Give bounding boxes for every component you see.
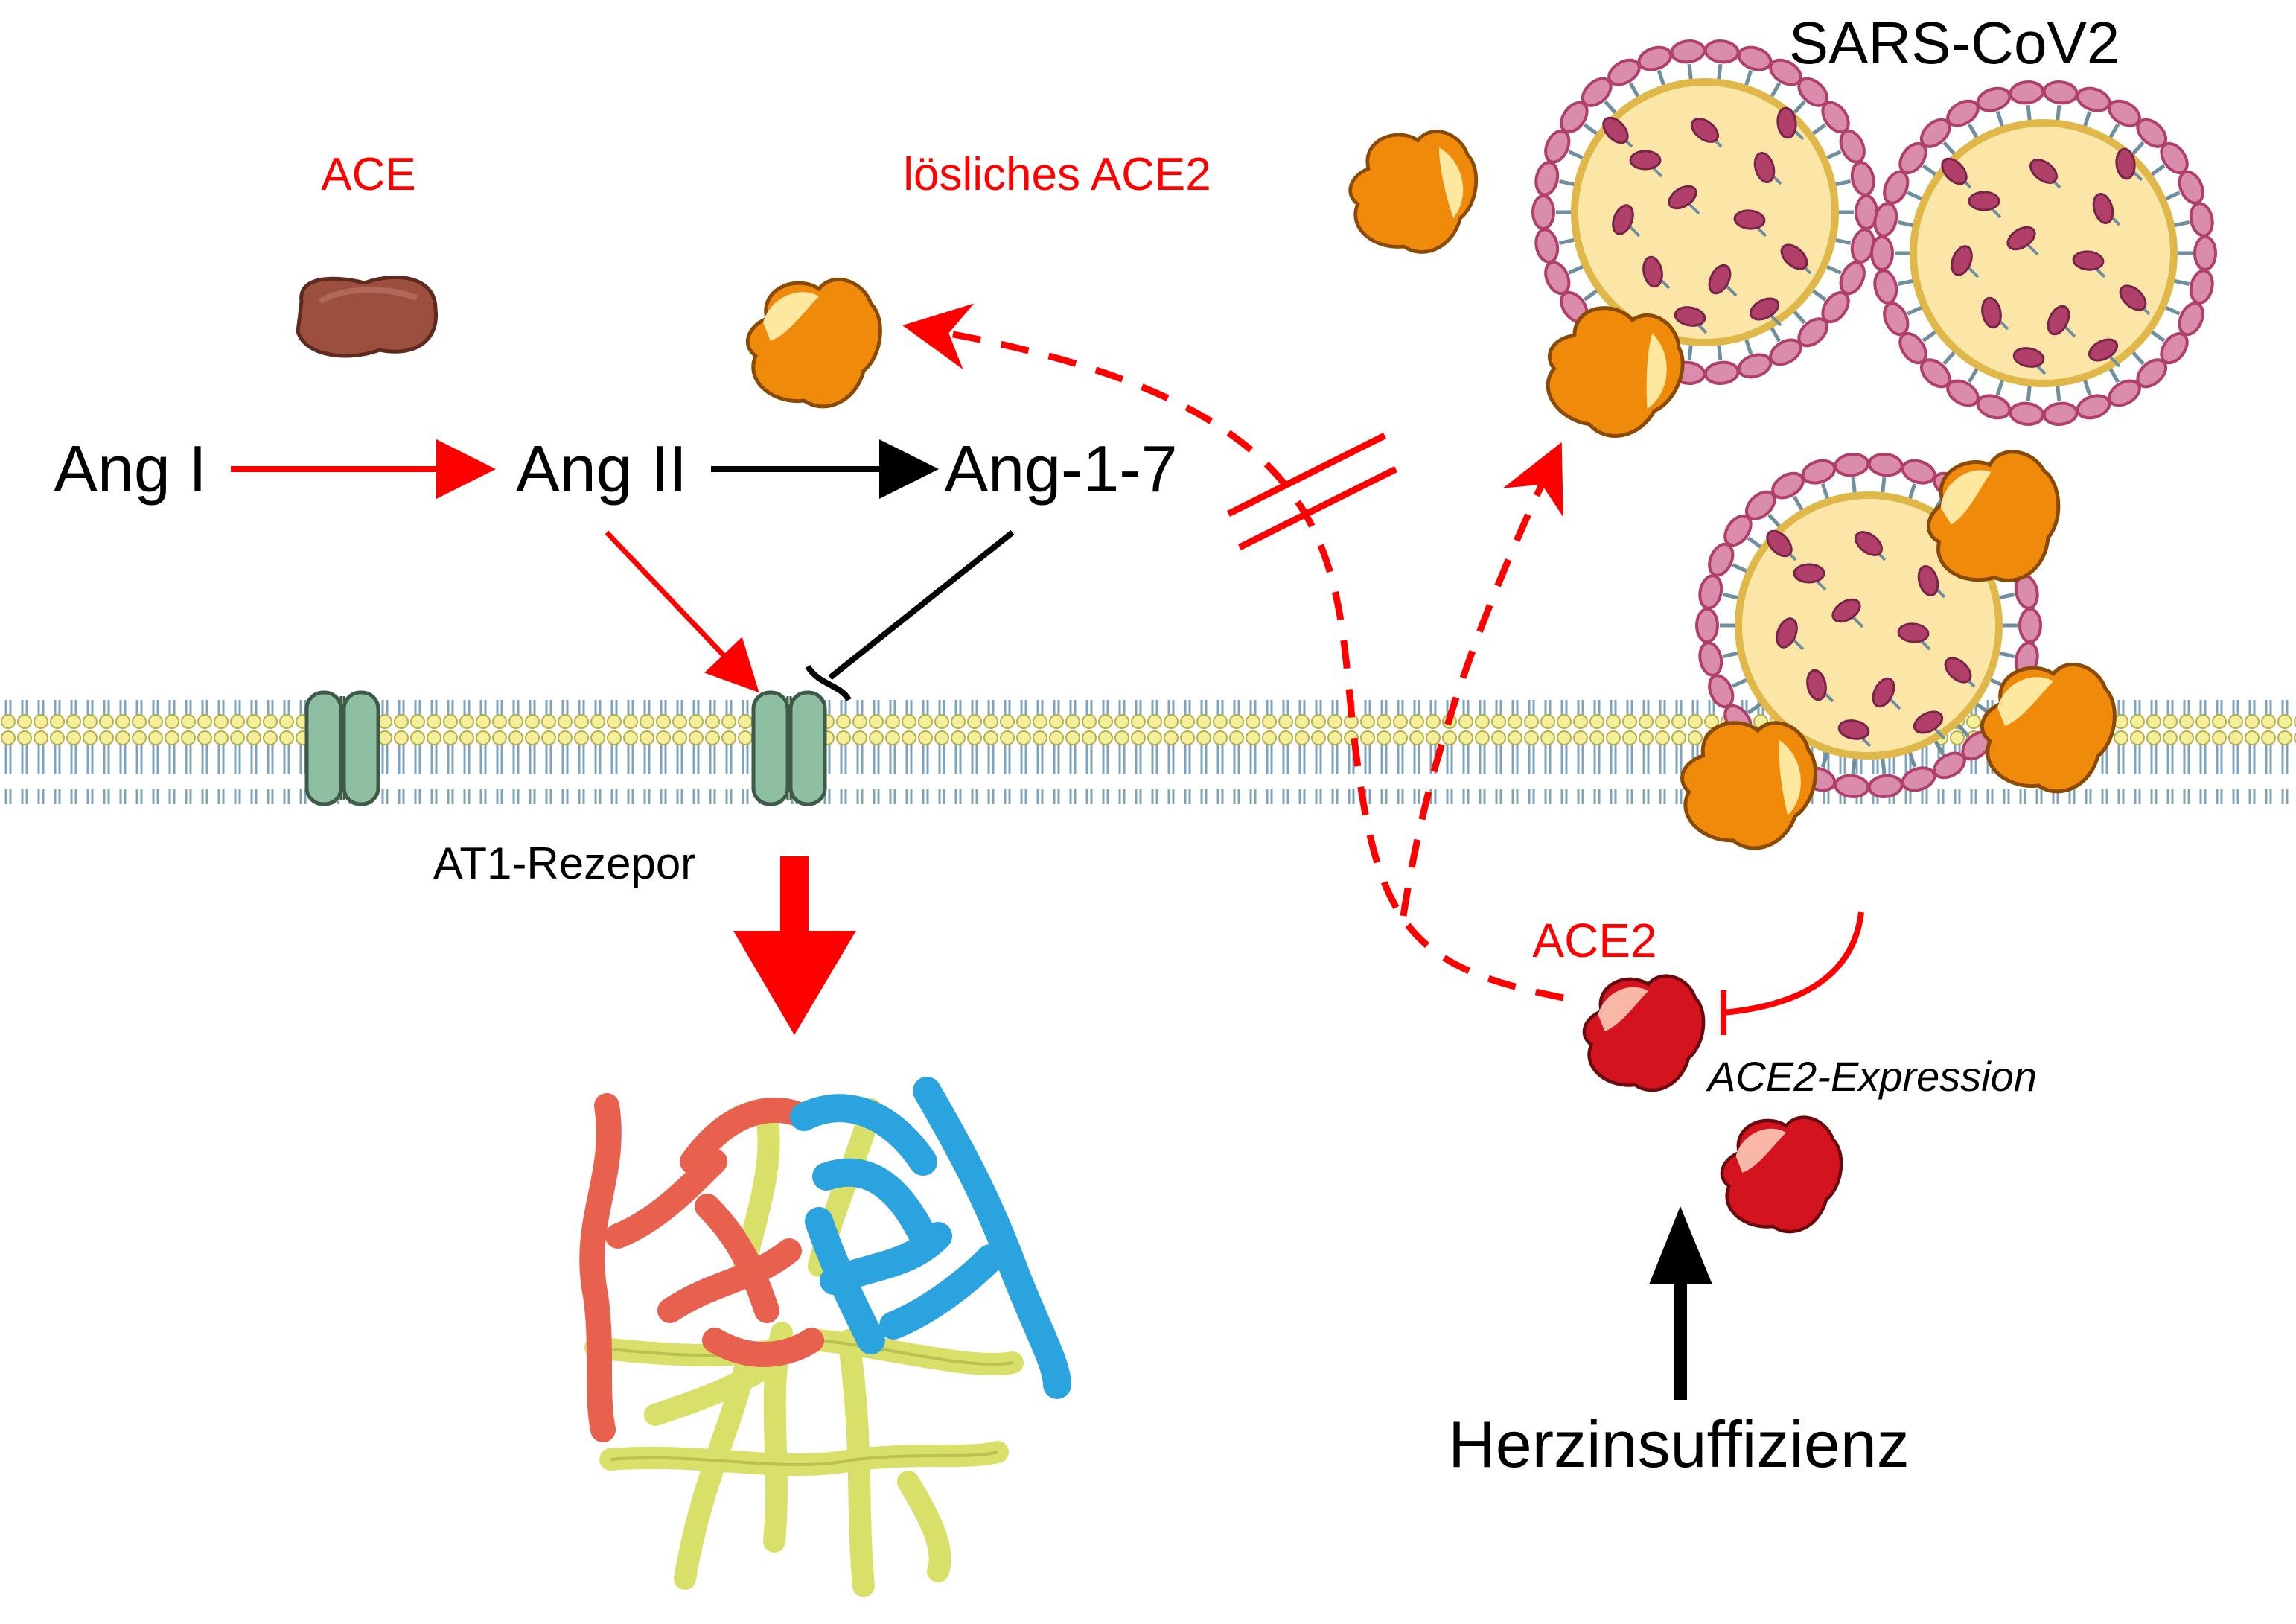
at1-receptor-left [304,690,380,806]
soluble-ace2-bound-2 [1918,445,2070,593]
at1-receptor-icon [304,690,380,806]
label-ace2-expression: ACE2-Expression [1706,1053,2037,1100]
label-ang-ii: Ang II [516,432,687,506]
label-heart-failure: Herzinsuffizienz [1448,1407,1910,1481]
ace-enzyme-icon [296,275,439,358]
label-ace2: ACE2 [1532,914,1656,967]
sars-cov2-virus-icon [1870,80,2217,426]
membrane-ace2-2 [1722,1118,1841,1232]
arrow-heart-failure-up [1649,1206,1712,1400]
soluble-ace2-icon [1534,293,1694,450]
sars-cov2-virus-2 [1870,80,2217,426]
soluble-ace2-icon [747,279,880,406]
arrow-at1-downstream [733,856,856,1035]
sars-cov2-virus-1 [1531,39,1878,385]
dashed-arrow-to-virus [1400,442,1563,917]
soluble-ace2-icon [1351,132,1476,252]
membrane-ace2-icon [1584,976,1703,1090]
artery-vessels [579,1093,824,1442]
at1-receptor-right [751,690,827,806]
arrows [231,303,1864,1400]
soluble-ace2-icon [1677,715,1820,853]
label-sars-cov2: SARS-CoV2 [1789,10,2120,76]
at1-receptor-icon [751,690,827,806]
label-ang-1-7: Ang-1-7 [944,432,1177,506]
label-soluble-ace2: lösliches ACE2 [903,149,1211,200]
label-ang-i: Ang I [54,432,206,506]
inhibit-ang-1-7-to-at1 [805,529,1015,702]
soluble-ace2-icon [1982,664,2114,791]
membrane-ace2-1 [1584,976,1703,1090]
label-at1-receptor: AT1-Rezepor [433,838,695,888]
arrow-ang-ii-to-at1 [605,530,759,693]
vein-vessels [790,1077,1071,1399]
membrane-ace2-bound-1 [1982,664,2114,791]
membrane-ace2-icon [1722,1118,1841,1232]
soluble-ace2-bound-1 [1534,293,1694,450]
capillary-network-icon [579,1077,1071,1597]
inhibit-ace2-expression [1721,911,1864,1035]
labels: ACE lösliches ACE2 SARS-CoV2 Ang I Ang I… [54,10,2120,1481]
soluble-ace2-free [1351,132,1476,252]
sars-cov2-virus-icon [1531,39,1878,385]
label-ace: ACE [321,149,415,200]
membrane-ace2-bound-2 [1677,715,1820,853]
soluble-ace2-icon [1918,445,2070,593]
interruption-mark [1226,432,1398,551]
